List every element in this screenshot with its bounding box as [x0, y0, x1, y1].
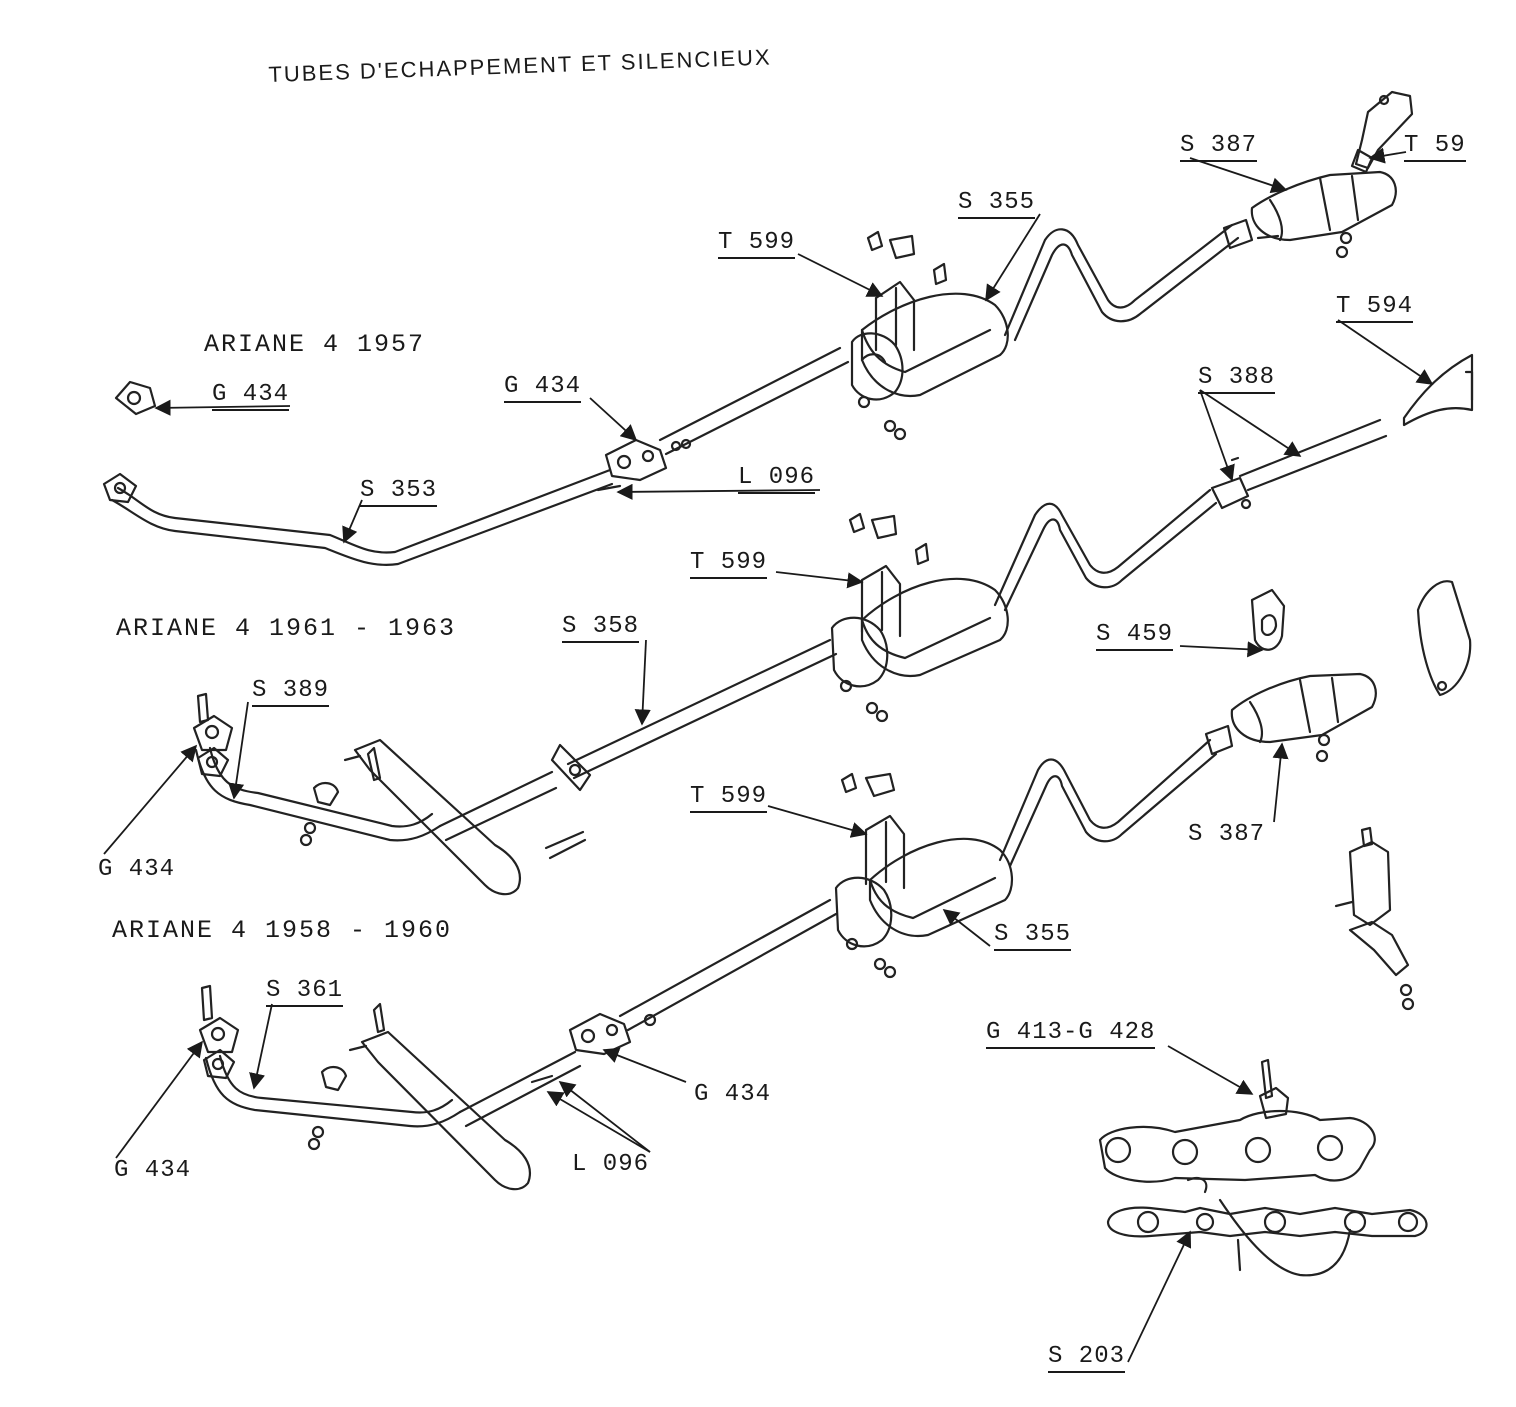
variant-label-1961-1963: ARIANE 4 1961 - 1963: [116, 614, 457, 643]
callout-s388: S 388: [1198, 365, 1276, 394]
callout-g434-left-bot: G 434: [114, 1157, 192, 1184]
callout-t599-bot: T 599: [690, 784, 768, 813]
pipe-s358: [438, 638, 832, 828]
flange-joint-1957: [604, 438, 668, 482]
flange-left-1961: [192, 714, 234, 752]
flange-left-1957: [102, 472, 138, 504]
callout-l096-top: L 096: [738, 465, 816, 494]
callout-s203: S 203: [1048, 1344, 1126, 1373]
system-1958-1960: [198, 580, 1472, 1277]
bracket-t599-top: [874, 280, 916, 352]
flange-left-1958: [198, 1016, 240, 1054]
bracket-t599-mid: [860, 564, 902, 638]
exhaust-manifold: [1098, 1109, 1376, 1183]
pipe-s353: [116, 468, 612, 554]
pipe-s388: [1238, 418, 1382, 478]
variant-label-1957: ARIANE 4 1957: [204, 330, 426, 359]
callout-t594: T 594: [1336, 294, 1414, 323]
callout-s353: S 353: [360, 478, 438, 507]
callout-g434-mid: G 434: [504, 374, 582, 403]
muffler-s355-bot: [868, 837, 1013, 938]
callout-s355-top: S 355: [958, 190, 1036, 219]
callout-s387-mid: S 387: [1188, 821, 1266, 848]
leader-lines: [103, 147, 1434, 1363]
muffler-1961: [860, 577, 1009, 678]
callout-s358: S 358: [562, 614, 640, 643]
system-1961-1963: [192, 353, 1474, 896]
variant-label-1958-1960: ARIANE 4 1958 - 1960: [112, 916, 453, 945]
muffler-s355-top: [860, 292, 1009, 398]
callout-s355-bot: S 355: [994, 922, 1072, 951]
callout-s387-top: S 387: [1180, 133, 1258, 162]
cross-member-1958: [360, 1030, 531, 1191]
hanger-s459: [1250, 588, 1286, 651]
callout-t599-mid: T 599: [690, 550, 768, 579]
callout-g434-loose: G 434: [212, 382, 290, 411]
flange-joint-1958: [568, 1012, 632, 1056]
gasket-s203: [1106, 1206, 1428, 1238]
bracket-t599-bot: [864, 814, 906, 890]
callout-l096-bot: L 096: [572, 1151, 650, 1178]
callout-s389: S 389: [252, 678, 330, 707]
pipe-s361: [204, 1056, 462, 1128]
callout-t599-top: T 599: [718, 230, 796, 259]
hanger-assembly-right: [1348, 840, 1392, 927]
loose-gasket-g434: [114, 380, 157, 416]
callout-t59: T 59: [1404, 133, 1466, 162]
body-panel-right: [1416, 580, 1472, 697]
system-1957: [102, 90, 1414, 566]
cross-member-1961: [353, 738, 521, 896]
callout-g434-left-mid: G 434: [98, 856, 176, 883]
rear-silencer-s387-mid: [1230, 672, 1377, 744]
callout-g434-bot: G 434: [694, 1081, 772, 1108]
pipe-s389: [194, 748, 442, 842]
callout-s361: S 361: [266, 978, 344, 1007]
panel-t594: [1402, 353, 1474, 427]
callout-s459: S 459: [1096, 622, 1174, 651]
callout-g413-g428: G 413-G 428: [986, 1020, 1156, 1049]
